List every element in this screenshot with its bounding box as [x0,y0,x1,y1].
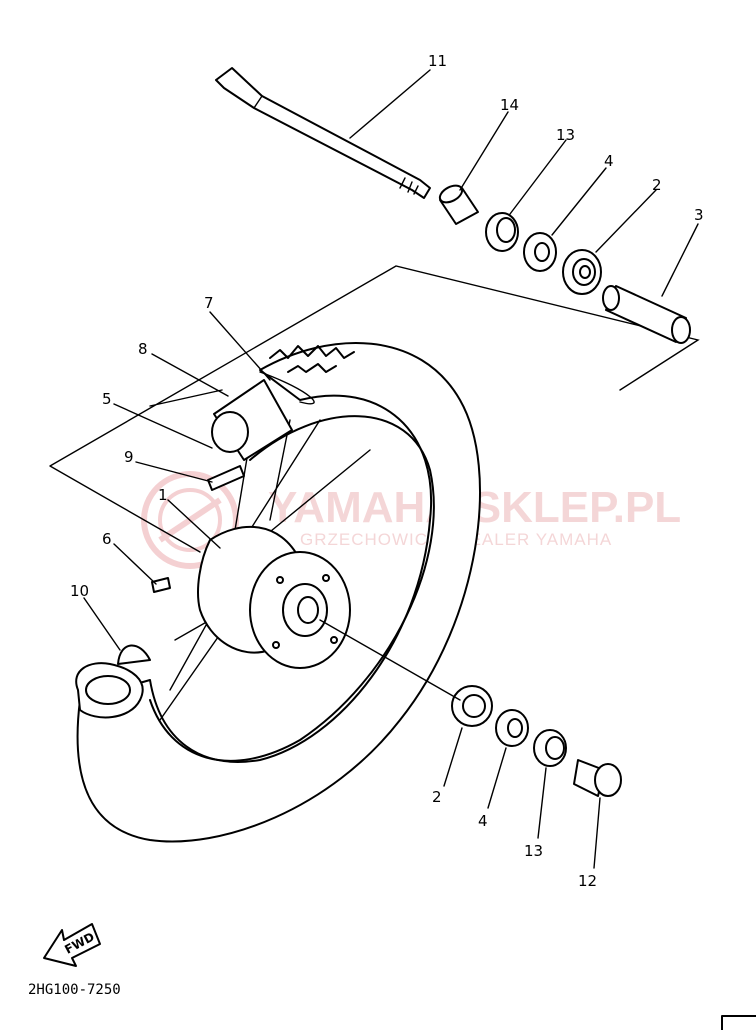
diagram-code: 2HG100-7250 [28,982,121,998]
rim-lock [211,379,293,461]
oil-seal-13-top [485,212,519,252]
tire-tread [269,345,355,373]
hub [197,526,351,669]
tire [76,341,481,843]
collar-14 [438,184,479,225]
callout-3: 3 [694,206,704,224]
collar-12 [573,759,622,797]
callout-13-top: 13 [556,126,575,144]
rim [149,415,435,762]
axle-centerline [319,619,461,701]
callout-9: 9 [124,448,134,466]
callout-4-bottom: 4 [478,812,488,830]
leader-lines [83,69,699,869]
spoke-nipple [151,577,171,593]
frame-corner [721,1015,756,1030]
callout-13-bottom: 13 [524,842,543,860]
bearing-4-bottom [495,709,529,747]
callout-1: 1 [158,486,168,504]
callout-7: 7 [204,294,214,312]
callout-4-top: 4 [604,152,614,170]
valve-stem [207,465,245,491]
axle [215,67,431,199]
oil-seal-13-bottom [533,729,567,767]
exploded-view-outline [49,265,700,553]
callout-11: 11 [428,52,447,70]
front-wheel [76,341,481,843]
callout-10: 10 [70,582,89,600]
bearing-2-top [562,249,602,295]
callout-2-bottom: 2 [432,788,442,806]
fwd-arrow: FWD [43,923,101,967]
spacer-3 [602,285,691,344]
callout-12: 12 [578,872,597,890]
bearing-2-bottom [451,685,493,727]
callout-2-top: 2 [652,176,662,194]
callout-5: 5 [102,390,112,408]
callout-6: 6 [102,530,112,548]
bearing-4-top [523,232,557,272]
callout-8: 8 [138,340,148,358]
inner-tube [75,644,151,719]
callout-14: 14 [500,96,519,114]
